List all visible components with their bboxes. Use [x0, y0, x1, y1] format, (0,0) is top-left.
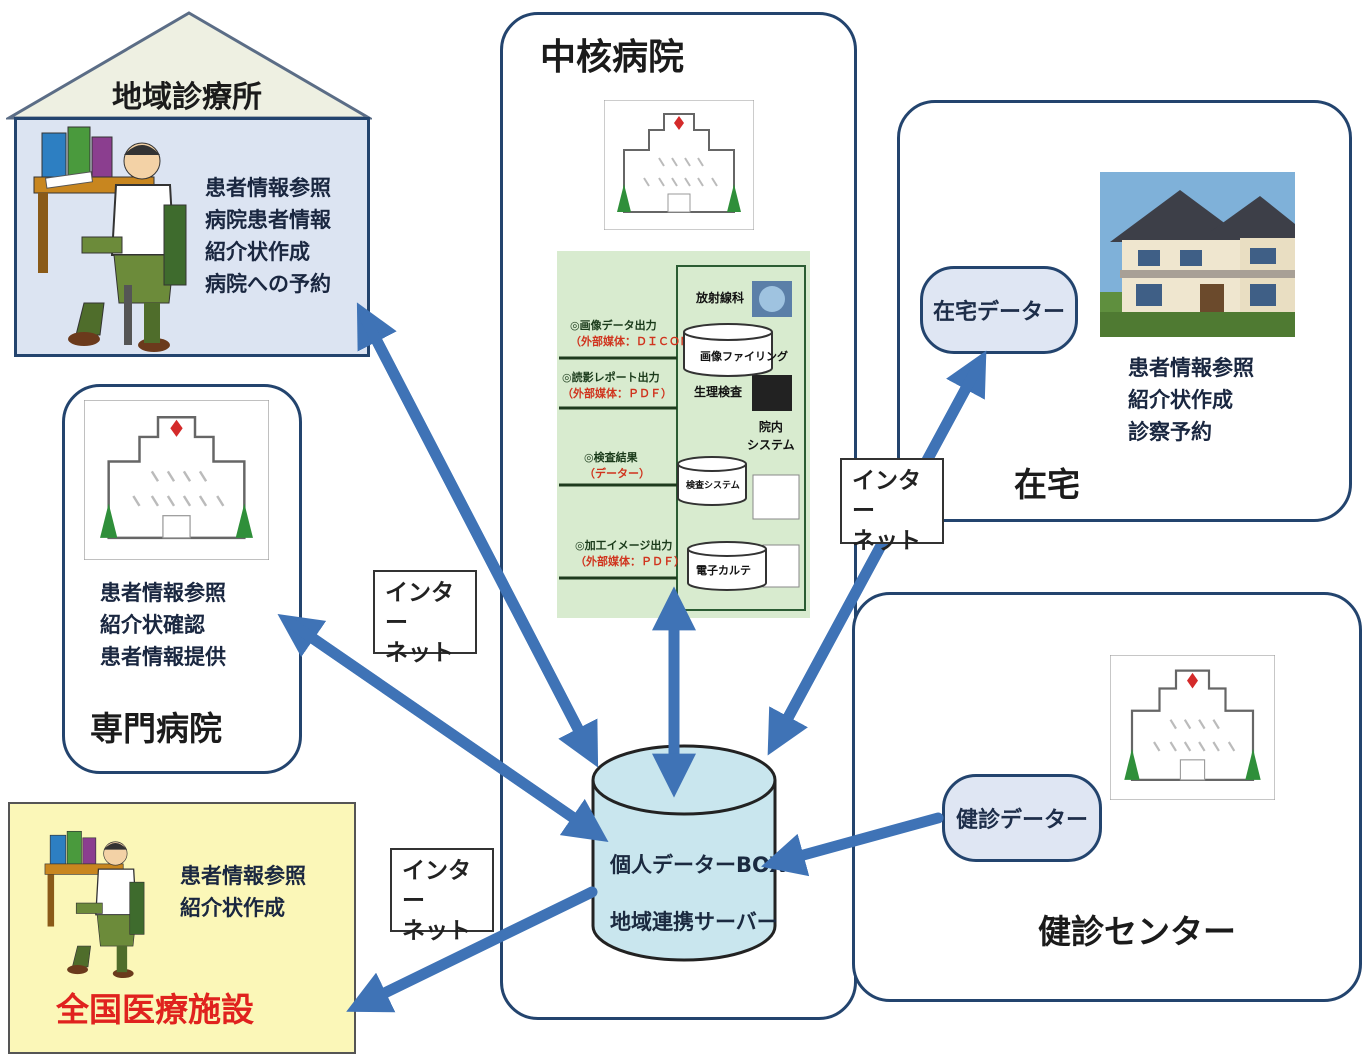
arrow-icon: [346, 886, 598, 1013]
hospital-system-frame: [676, 265, 806, 611]
clinic-item: 紹介状作成: [205, 240, 310, 264]
doctor-illustration-icon: [44, 830, 145, 979]
checkup-panel: [852, 592, 1362, 1002]
internet-tag-line: ネット: [385, 640, 454, 666]
server-label-1: 個人データーBOX: [610, 853, 786, 877]
system-output-3: ◎検査結果 （データー）: [584, 450, 650, 482]
clinic-item: 病院への予約: [205, 272, 331, 296]
system-output-line2: （外部媒体：ＰＤＦ）: [562, 387, 672, 400]
system-output-line1: ◎画像データ出力: [570, 319, 657, 332]
internet-tag: インター ネット: [840, 458, 944, 554]
home-items: 患者情報参照 紹介状作成 診察予約: [1128, 352, 1254, 448]
hospital-building-icon: [1110, 655, 1275, 800]
radiology-label: 放射線科: [696, 291, 745, 305]
system-output-line1: ◎加工イメージ出力: [575, 539, 673, 552]
in-hospital-line: システム: [747, 438, 795, 452]
clinic-title: 地域診療所: [112, 80, 262, 115]
checkup-data-pill: 健診データー: [942, 774, 1102, 862]
doctor-illustration-icon: [33, 126, 187, 352]
arrow-icon: [359, 312, 599, 768]
system-output-line2: （外部媒体：ＰＤＦ）: [575, 555, 685, 568]
system-output-line2: （外部媒体：ＤＩＣＯＭ）: [570, 335, 702, 348]
in-hospital-line: 院内: [758, 420, 783, 434]
internet-tag-line: インター: [852, 468, 921, 524]
internet-tag-line: ネット: [852, 528, 921, 554]
specialty-item: 患者情報提供: [100, 645, 226, 669]
drum-label: 検査システム: [686, 481, 740, 491]
hospital-building-icon: [604, 100, 754, 230]
system-output-2: ◎読影レポート出力 （外部媒体：ＰＤＦ）: [562, 370, 672, 402]
arrow-icon: [761, 812, 944, 877]
in-hospital-label: 院内 システム: [747, 418, 795, 454]
drum-label: 画像ファイリング: [700, 350, 788, 363]
server-label-2: 地域連携サーバー: [610, 910, 778, 934]
database-cylinder-icon: [687, 541, 767, 591]
system-output-line1: ◎読影レポート出力: [562, 371, 660, 384]
system-output-line1: ◎検査結果: [584, 451, 638, 464]
clinic-item: 患者情報参照: [205, 176, 331, 200]
hospital-building-icon: [84, 400, 269, 560]
system-wiring: [559, 281, 800, 588]
server-database-icon: [591, 744, 777, 962]
core-hospital-title: 中核病院: [540, 37, 685, 78]
system-output-line2: （データー）: [584, 467, 650, 480]
arrow-icon: [767, 360, 984, 756]
home-item: 診察予約: [1128, 420, 1212, 444]
specialty-item: 紹介状確認: [100, 613, 205, 637]
specialty-items: 患者情報参照 紹介状確認 患者情報提供: [100, 577, 226, 673]
specialty-title: 専門病院: [90, 709, 222, 748]
system-output-1: ◎画像データ出力 （外部媒体：ＤＩＣＯＭ）: [570, 318, 702, 350]
national-item: 紹介状作成: [180, 896, 285, 920]
house-photo-icon: [1100, 172, 1295, 337]
national-title: 全国医療施設: [56, 990, 254, 1029]
system-output-4: ◎加工イメージ出力 （外部媒体：ＰＤＦ）: [575, 538, 685, 570]
home-item: 患者情報参照: [1128, 356, 1254, 380]
drum-label: 電子カルテ: [696, 564, 751, 577]
checkup-title: 健診センター: [1038, 912, 1236, 951]
clinic-items: 患者情報参照 病院患者情報 紹介状作成 病院への予約: [205, 172, 331, 300]
home-item: 紹介状作成: [1128, 388, 1233, 412]
arrow-icon: [286, 618, 609, 842]
home-data-pill: 在宅データー: [920, 266, 1078, 354]
clinic-item: 病院患者情報: [205, 208, 331, 232]
physiology-label: 生理検査: [694, 385, 743, 399]
internet-tag: インター ネット: [373, 570, 477, 666]
internet-tag-line: ネット: [402, 918, 471, 944]
database-cylinder-icon: [683, 323, 773, 377]
internet-tag-line: インター: [402, 858, 471, 914]
internet-tag: インター ネット: [390, 848, 494, 944]
national-item: 患者情報参照: [180, 864, 306, 888]
national-items: 患者情報参照 紹介状作成: [180, 860, 306, 924]
specialty-item: 患者情報参照: [100, 581, 226, 605]
home-title: 在宅: [1014, 465, 1080, 504]
internet-tag-line: インター: [385, 580, 454, 636]
database-cylinder-icon: [677, 456, 747, 506]
